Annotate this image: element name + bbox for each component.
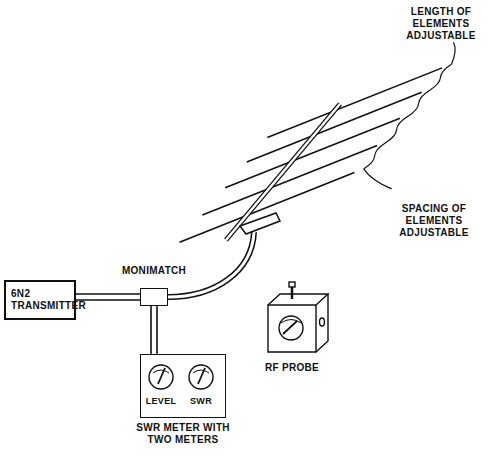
meter-faces <box>139 353 225 417</box>
transmitter-box: 6N2 TRANSMITTER <box>4 280 76 320</box>
swr-meter-box: LEVELSWRSWR METER WITH TWO METERS <box>140 354 226 418</box>
callout-label: SPACING OF ELEMENTS ADJUSTABLE <box>392 203 476 239</box>
bracket-line <box>364 64 452 169</box>
meter-dial <box>149 365 173 389</box>
node-text: MONIMATCH <box>122 265 186 277</box>
coax-cable <box>76 294 140 300</box>
coax-cable <box>151 306 157 354</box>
meter-scale <box>193 370 209 373</box>
antenna-element <box>247 92 422 162</box>
antenna-element <box>202 145 377 215</box>
callout-label: LENGTH OF ELEMENTS ADJUSTABLE <box>402 6 480 42</box>
node-text: SWR <box>190 395 212 407</box>
node-text: 6N2 TRANSMITTER <box>11 288 69 312</box>
antenna-boom <box>226 104 340 240</box>
feed-block <box>240 213 280 234</box>
meter-dial <box>189 365 213 389</box>
coax-to-antenna <box>168 232 254 297</box>
meter-scale <box>153 370 169 373</box>
antenna-element <box>267 68 442 138</box>
meter-needle <box>158 368 165 384</box>
bracket-line <box>452 42 456 64</box>
antenna-boom-inner <box>226 104 340 240</box>
node-text: LEVEL <box>146 395 177 407</box>
bracket-line <box>364 169 392 189</box>
rf-probe-cube <box>268 282 328 352</box>
monimatch-box: MONIMATCH <box>140 288 168 306</box>
antenna-element <box>180 173 355 243</box>
antenna-element <box>225 118 400 188</box>
callout-label: RF PROBE <box>252 362 332 374</box>
node-text: SWR METER WITH TWO METERS <box>135 422 231 446</box>
meter-needle <box>198 368 205 384</box>
